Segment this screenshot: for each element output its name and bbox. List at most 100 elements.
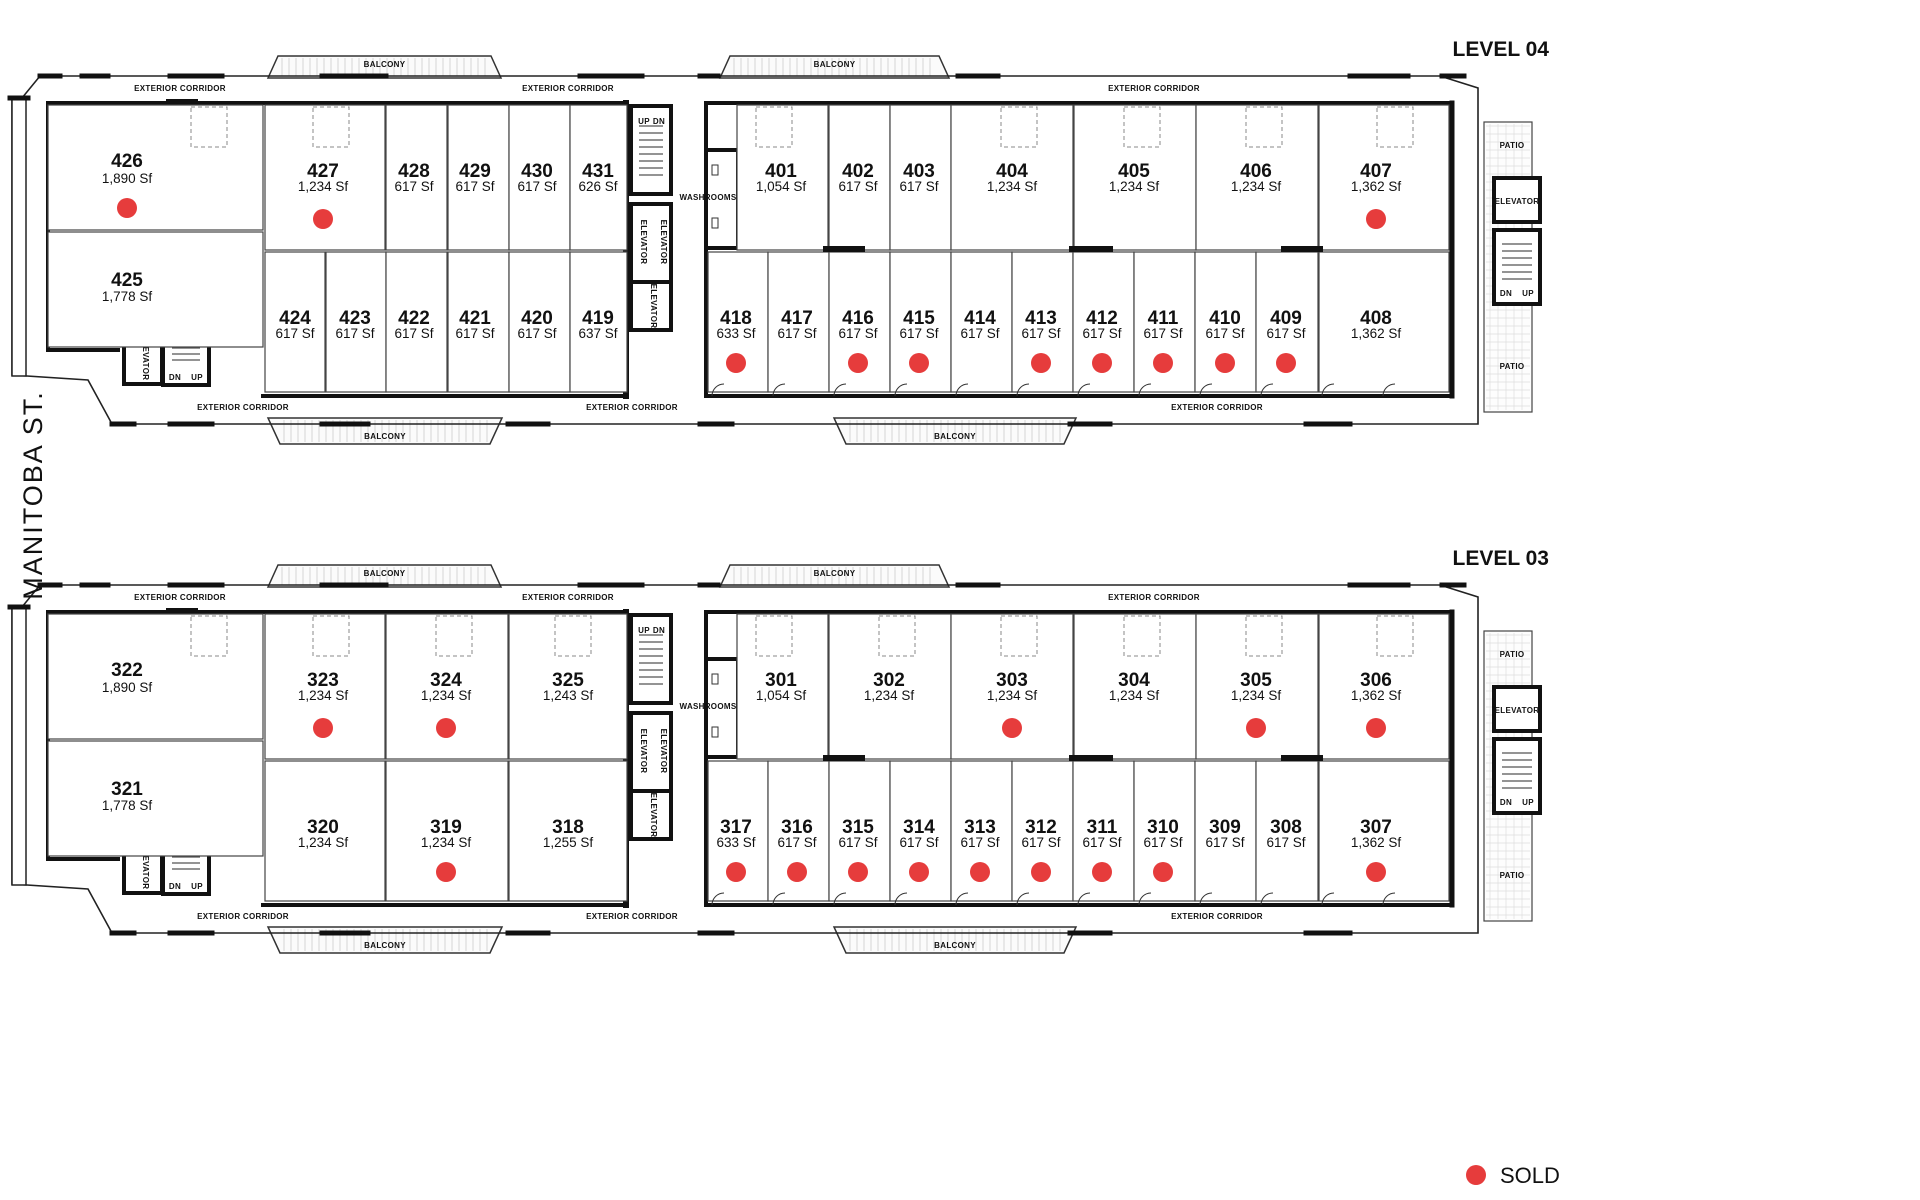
unit-outline[interactable] [47,740,264,857]
unit-outline[interactable] [1255,760,1319,902]
elevator-label: ELEVATOR [141,845,150,890]
unit-outline[interactable] [447,251,510,393]
unit-outline[interactable] [447,104,510,251]
unit-outline[interactable] [47,231,264,348]
unit-outline[interactable] [325,251,387,393]
door-swing [711,892,725,906]
sold-marker-icon [726,862,746,882]
sold-marker-icon [436,862,456,882]
unit-outline[interactable] [508,613,628,760]
unit-outline[interactable] [508,251,571,393]
dashed-fixture [190,106,228,148]
elevator-label: ELEVATOR [639,220,648,265]
unit-outline[interactable] [1073,613,1197,760]
unit-outline[interactable] [385,251,448,393]
unit-outline[interactable] [736,104,829,251]
unit-outline[interactable] [889,104,952,251]
unit-outline[interactable] [508,760,628,902]
unit-outline[interactable] [828,104,891,251]
unit-outline[interactable] [736,613,829,760]
unit-outline[interactable] [1073,104,1197,251]
unit-outline[interactable] [1318,613,1450,760]
unit-outline[interactable] [569,104,628,251]
unit-area: 1,234 Sf [421,835,472,850]
unit-outline[interactable] [264,760,386,902]
unit-outline[interactable] [508,104,571,251]
unit-outline[interactable] [47,104,264,231]
unit-number: 312 [1025,817,1057,838]
unit-outline[interactable] [950,104,1074,251]
unit-outline[interactable] [828,613,952,760]
elevator-label: ELEVATOR [1495,197,1540,206]
unit-outline[interactable] [1318,251,1450,393]
door-swing [894,892,908,906]
sold-marker-icon [117,198,137,218]
unit-outline[interactable] [47,613,264,740]
unit-outline[interactable] [1195,104,1319,251]
door-swing [955,892,969,906]
unit-outline[interactable] [264,251,326,393]
unit-outline[interactable] [1318,104,1450,251]
unit-outline[interactable] [385,104,448,251]
unit-outline[interactable] [569,251,628,393]
unit-outline[interactable] [1194,760,1257,902]
unit-outline[interactable] [767,251,830,393]
